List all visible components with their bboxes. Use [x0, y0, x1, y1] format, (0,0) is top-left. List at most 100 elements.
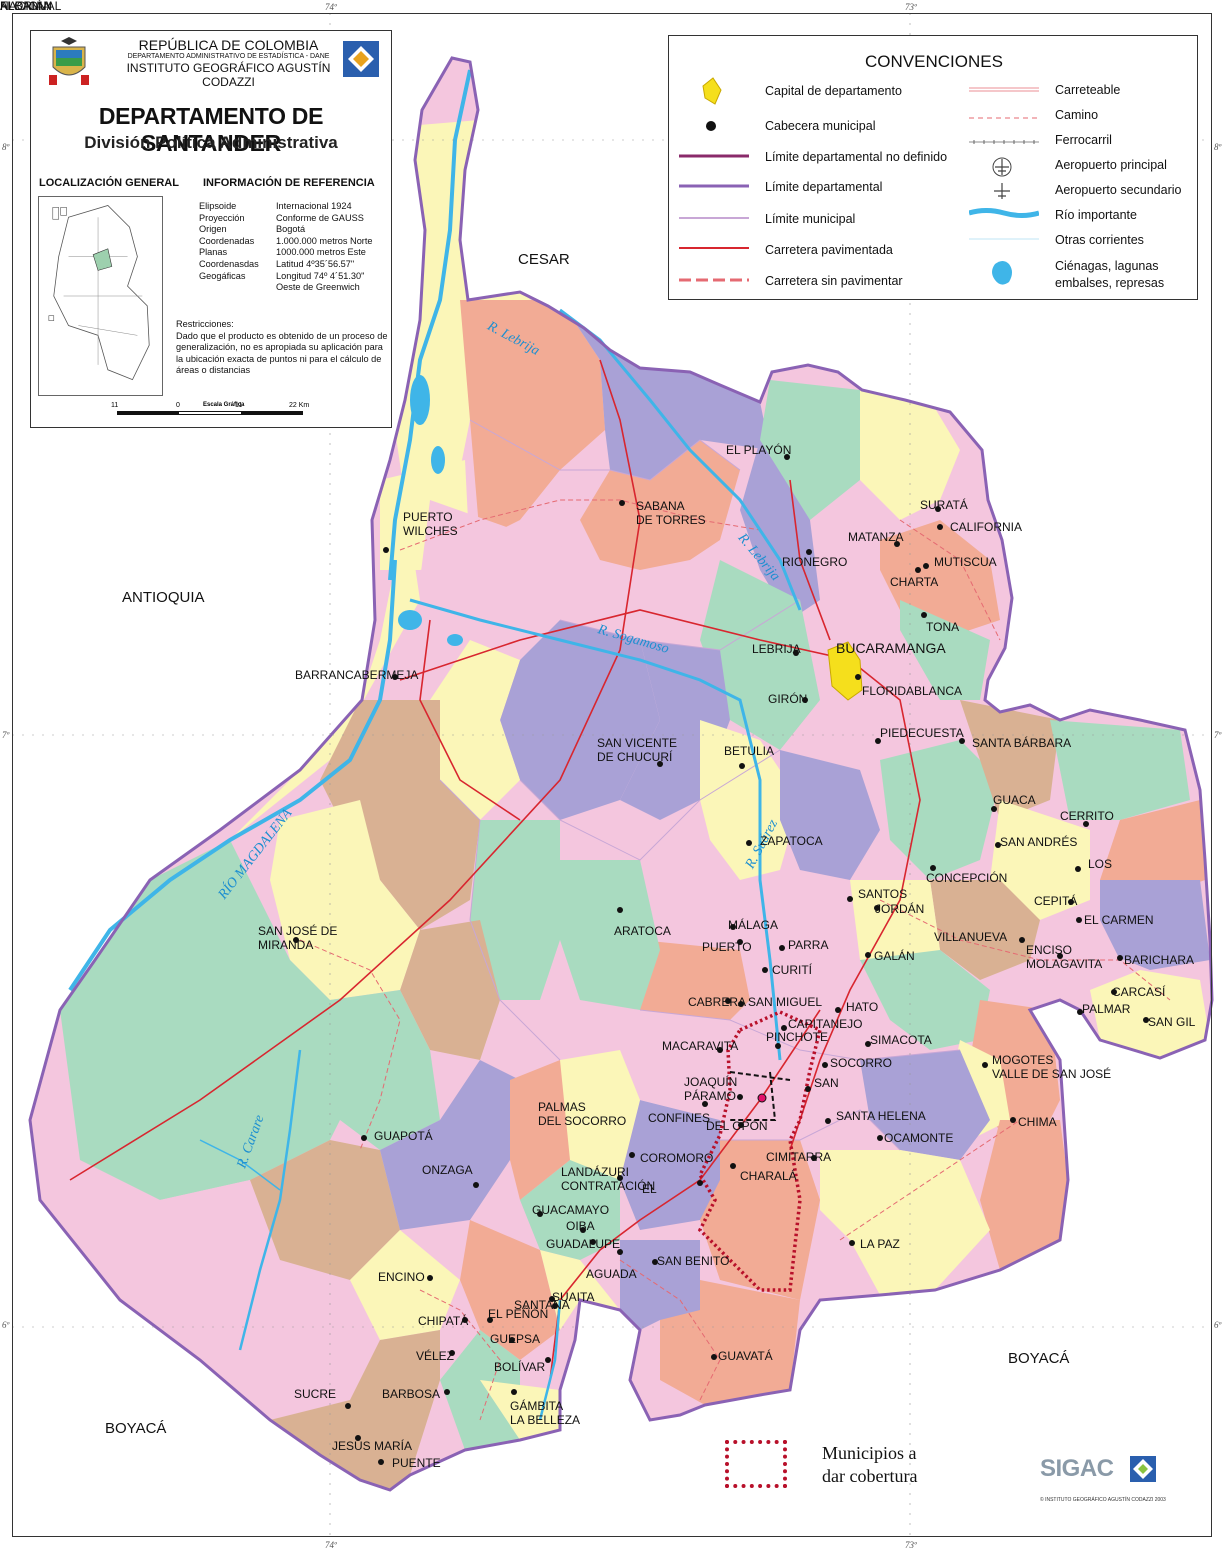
cabecera-dot	[1068, 899, 1074, 905]
municipality-label: ENCINO	[378, 1270, 425, 1284]
cabecera-dot	[345, 1403, 351, 1409]
municipality-label: MUTISCUA	[934, 555, 997, 569]
municipality-label: CABRERA	[688, 995, 747, 1009]
cabecera-dot	[1057, 953, 1063, 959]
camino-line-icon	[969, 117, 1039, 119]
municipality-label: EL PLAYÓN	[726, 443, 792, 457]
cabecera-dot	[392, 674, 398, 680]
legend-cabecera: Cabecera municipal	[765, 119, 876, 133]
neighbor-boyaca-east: BOYACÁ	[1008, 1350, 1070, 1367]
municipality-label: GUEPSA	[490, 1332, 541, 1346]
cabecera-dot	[762, 967, 768, 973]
coverage-swatch	[725, 1440, 787, 1488]
cabecera-dot	[383, 547, 389, 553]
cabecera-dot	[361, 1135, 367, 1141]
coord-lon-74-bottom: 74º	[325, 1540, 337, 1550]
cabecera-dot	[1019, 937, 1025, 943]
municipality-label: MÁLAGA	[728, 918, 779, 932]
lake-icon	[992, 261, 1012, 285]
cabecera-dot	[811, 1155, 817, 1161]
cabecera-dot	[473, 1182, 479, 1188]
municipality-label: SAN GIL	[1148, 1015, 1196, 1029]
cabecera-dot	[711, 1354, 717, 1360]
cabecera-dot	[847, 896, 853, 902]
municipality-label: GUAVATÁ	[718, 1349, 773, 1363]
cabecera-dot	[1077, 1009, 1083, 1015]
cabecera-dot	[937, 524, 943, 530]
municipality-label: SAN JOSÉ DE	[258, 924, 338, 938]
municipality-label: MACARAVITA	[662, 1039, 739, 1053]
cabecera-dot	[462, 1317, 468, 1323]
legend-aero-princ: Aeropuerto principal	[1055, 158, 1167, 172]
localizacion-heading: LOCALIZACIÓN GENERAL	[39, 177, 179, 189]
cabecera-dot	[717, 1047, 723, 1053]
municipality-label: COROMORO	[640, 1151, 714, 1165]
municipality-label: GÁMBITA	[510, 1399, 564, 1413]
municipality-label: PIEDECUESTA	[880, 726, 964, 740]
cabecera-dot	[545, 1357, 551, 1363]
legend-rio: Río importante	[1055, 208, 1137, 222]
cabecera-dot	[702, 1101, 708, 1107]
cabecera-dot	[629, 1152, 635, 1158]
location-minimap	[38, 196, 163, 396]
cabecera-dot	[982, 1062, 988, 1068]
legend-ferrocarril: Ferrocarril	[1055, 133, 1112, 147]
cabecera-dot	[1111, 989, 1117, 995]
municipality-label: BARBOSA	[382, 1387, 441, 1401]
cabecera-dot	[1076, 917, 1082, 923]
municipality-label: ARATOCA	[614, 924, 671, 938]
cabecera-dot	[875, 738, 881, 744]
municipality-label: PARRA	[788, 938, 829, 952]
municipality-label: CHARTA	[890, 575, 939, 589]
dane-label: DEPARTAMENTO ADMINISTRATIVO DE ESTADÍSTI…	[127, 53, 330, 60]
cabecera-dot	[617, 907, 623, 913]
legend-aero-sec: Aeropuerto secundario	[1055, 183, 1182, 197]
cabecera-dot	[449, 1350, 455, 1356]
cabecera-dot-icon	[706, 121, 716, 131]
municipality-label: EL PEÑÓN	[488, 1307, 549, 1321]
cabecera-dot	[894, 541, 900, 547]
municipality-label: ZAPATOCA	[760, 834, 823, 848]
carreteable-line-icon	[969, 87, 1039, 92]
sigac-logo-icon	[1130, 1456, 1156, 1482]
cabecera-dot	[444, 1389, 450, 1395]
municipality-label: SAN ANDRÉS	[1000, 835, 1078, 849]
municipality-label: SIMACOTA	[870, 1033, 932, 1047]
cabecera-dot	[697, 1180, 703, 1186]
municipality-label: SUAITA	[552, 1290, 595, 1304]
cabecera-dot	[775, 1043, 781, 1049]
municipality-label: DE CHUCURÍ	[597, 750, 673, 764]
cabecera-dot	[725, 998, 731, 1004]
coat-of-arms-icon	[49, 37, 89, 85]
cabecera-dot	[865, 952, 871, 958]
cabecera-dot	[1075, 866, 1081, 872]
municipality-label: DEL OPÓN	[706, 1119, 768, 1133]
cabecera-dot	[355, 1435, 361, 1441]
municipality-label: ONZAGA	[422, 1163, 473, 1177]
cabecera-dot	[509, 1337, 515, 1343]
municipality-label: PALMAS	[538, 1100, 586, 1114]
informacion-heading: INFORMACIÓN DE REFERENCIA	[203, 177, 375, 189]
municipality-label: CURITÍ	[772, 963, 812, 977]
instituto-label: INSTITUTO GEOGRÁFICO AGUSTÍN CODAZZI	[126, 61, 331, 89]
municipality-label: FLORIDABLANCA	[862, 684, 963, 698]
map-frame	[12, 13, 1212, 1537]
cabecera-dot	[730, 1163, 736, 1169]
cabecera-dot	[549, 1296, 555, 1302]
municipality-label: AGUADA	[586, 1267, 637, 1281]
municipality-label: MATANZA	[848, 530, 904, 544]
municipality-label: LANDÁZURI	[561, 1165, 630, 1179]
cabecera-dot	[537, 1211, 543, 1217]
cabecera-dot	[737, 939, 743, 945]
sigac-logo-text: SIGAC	[1040, 1455, 1114, 1482]
legend-cienagas-2: embalses, represas	[1055, 276, 1165, 290]
scale-bar: Escala Gráfica 11 0 11 22 Km	[111, 402, 351, 426]
cabecera-dot	[1083, 821, 1089, 827]
municipality-label: SANTANA	[514, 1298, 570, 1312]
municipality-label: VÉLEZ	[416, 1349, 455, 1363]
